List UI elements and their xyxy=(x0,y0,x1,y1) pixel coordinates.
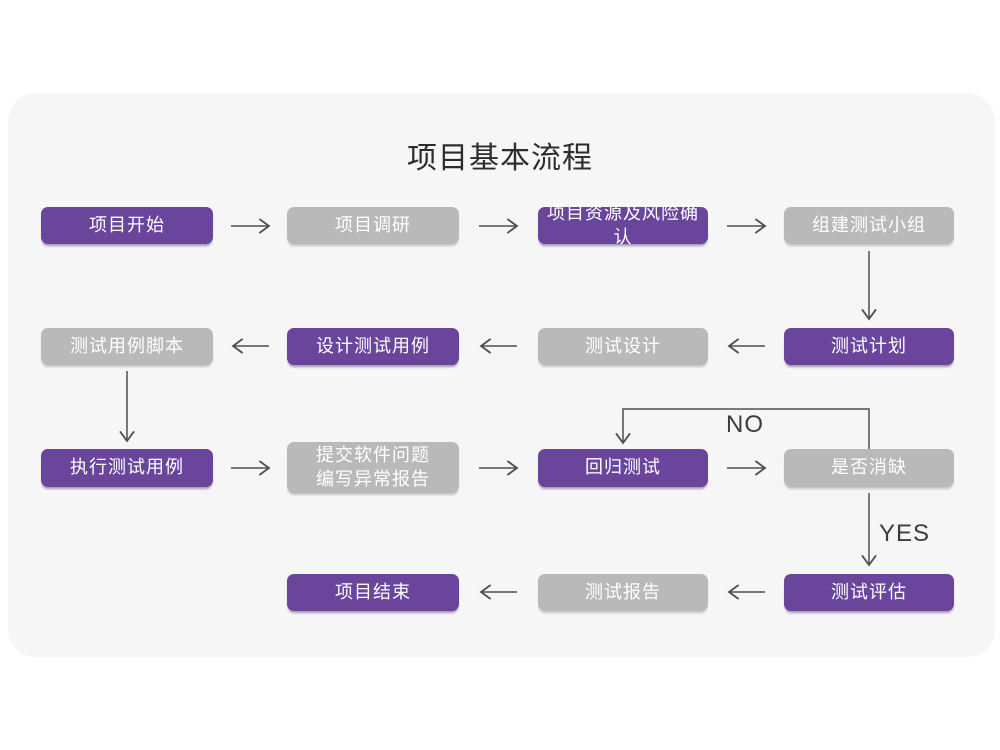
node-project-research: 项目调研 xyxy=(287,207,459,244)
node-resource-risk-confirm: 项目资源及风险确认 xyxy=(538,203,708,247)
node-test-evaluation: 测试评估 xyxy=(784,574,954,611)
node-test-design: 测试设计 xyxy=(538,328,708,365)
flowchart-card xyxy=(8,93,995,657)
node-design-test-cases: 设计测试用例 xyxy=(287,328,459,365)
edge-label-yes: YES xyxy=(879,520,931,547)
edge-label-no: NO xyxy=(726,411,764,438)
node-test-plan: 测试计划 xyxy=(784,328,954,365)
node-project-start: 项目开始 xyxy=(41,207,213,244)
page-title: 项目基本流程 xyxy=(407,142,593,175)
node-regression-test: 回归测试 xyxy=(538,449,708,487)
node-test-case-script: 测试用例脚本 xyxy=(41,328,213,365)
node-submit-issue-report: 提交软件问题 编写异常报告 xyxy=(287,442,459,493)
node-execute-test-cases: 执行测试用例 xyxy=(41,449,213,487)
node-project-end: 项目结束 xyxy=(287,574,459,611)
node-build-test-team: 组建测试小组 xyxy=(784,207,954,244)
node-test-report: 测试报告 xyxy=(538,574,708,611)
node-defect-resolved-check: 是否消缺 xyxy=(784,449,954,487)
